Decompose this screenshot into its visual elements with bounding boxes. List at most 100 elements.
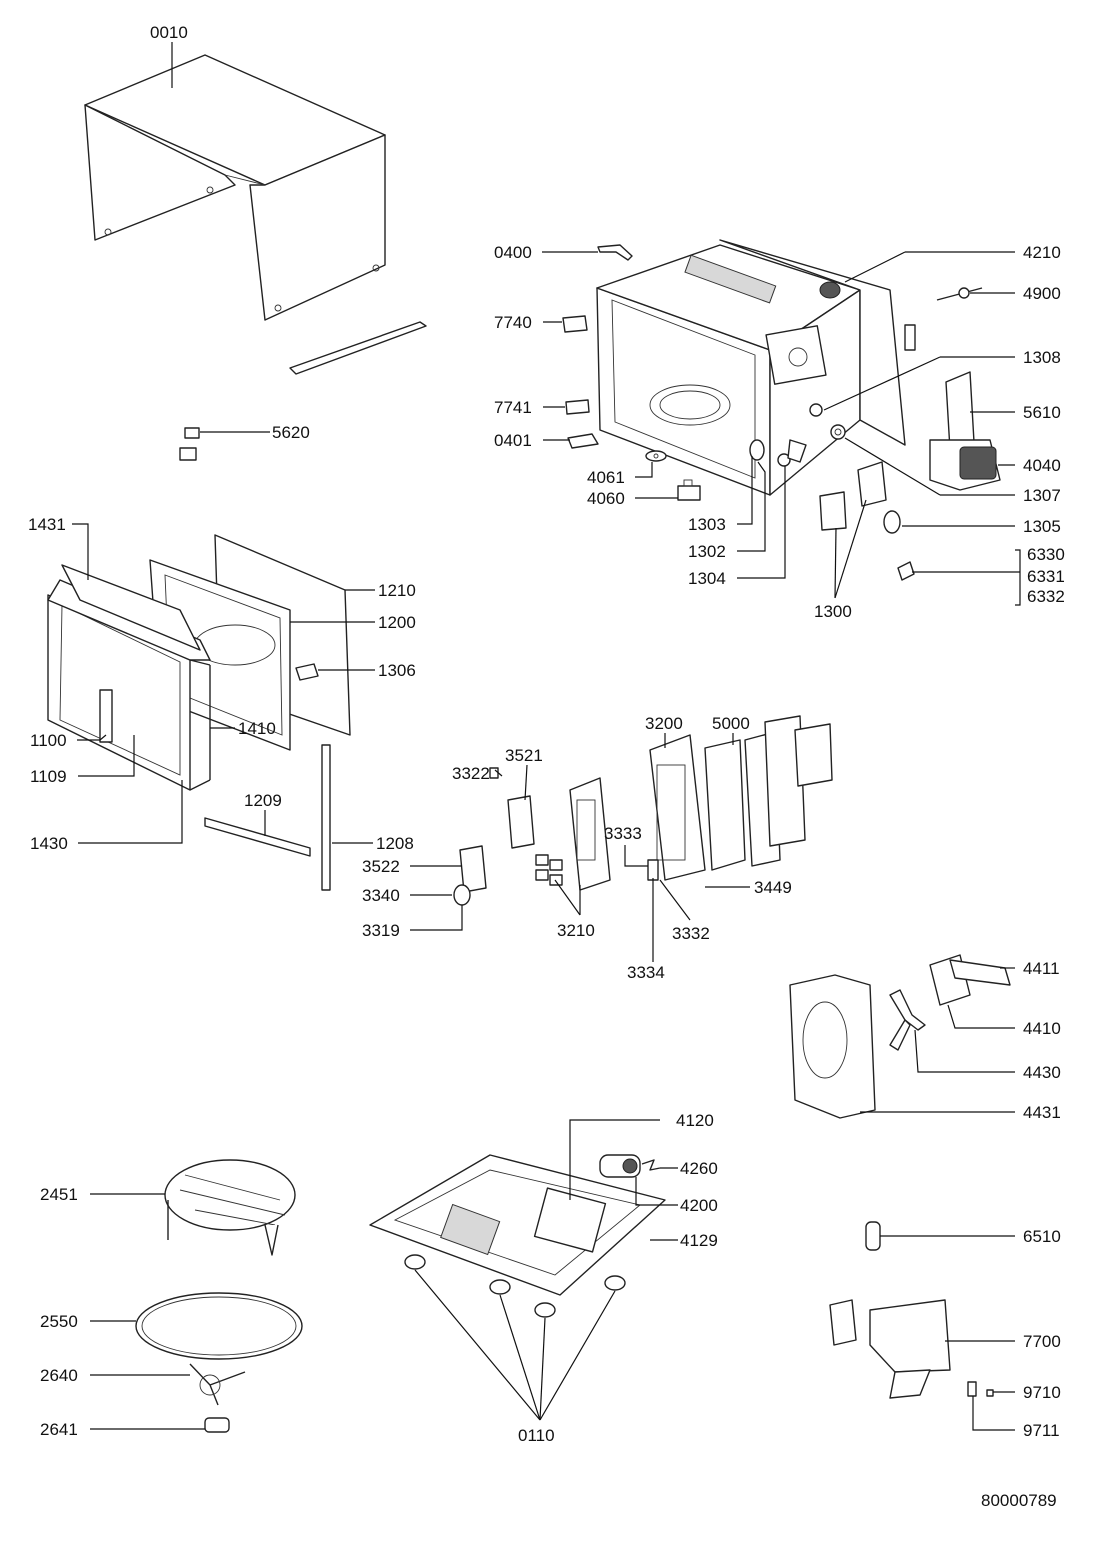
part-label-6510: 6510 [1023, 1227, 1061, 1246]
gasket-1209 [204, 817, 311, 857]
part-label-3449: 3449 [754, 878, 792, 897]
part-label-4900: 4900 [1023, 284, 1061, 303]
part-label-4061: 4061 [587, 468, 625, 487]
part-label-3522: 3522 [362, 857, 400, 876]
part-label-4060: 4060 [587, 489, 625, 508]
part-label-2640: 2640 [40, 1366, 78, 1385]
capacitor-4200 [599, 1154, 641, 1178]
lamp-6510 [865, 1221, 881, 1251]
shaft-4900 [936, 287, 983, 301]
part-label-1308: 1308 [1023, 348, 1061, 367]
base-plate [369, 1154, 666, 1296]
part-label-6331: 6331 [1027, 567, 1065, 586]
part-label-0010: 0010 [150, 23, 188, 42]
clip-9711 [967, 1381, 977, 1397]
gear-1308 [809, 403, 823, 417]
part-label-2641: 2641 [40, 1420, 78, 1439]
part-label-1208: 1208 [376, 834, 414, 853]
rack-2451 [164, 1159, 296, 1256]
part-label-1305: 1305 [1023, 517, 1061, 536]
part-label-3340: 3340 [362, 886, 400, 905]
fan-blade-4430 [889, 989, 926, 1051]
part-label-3521: 3521 [505, 746, 543, 765]
control-panel-3200 [649, 734, 706, 881]
part-label-4260: 4260 [680, 1159, 718, 1178]
part-label-9710: 9710 [1023, 1383, 1061, 1402]
part-label-1302: 1302 [688, 542, 726, 561]
part-label-1307: 1307 [1023, 486, 1061, 505]
part-label-1306: 1306 [378, 661, 416, 680]
clip-5620 [179, 427, 200, 461]
part-label-3210: 3210 [557, 921, 595, 940]
part-label-4129: 4129 [680, 1231, 718, 1250]
part-label-1300: 1300 [814, 602, 852, 621]
part-label-3334: 3334 [627, 963, 665, 982]
part-label-1109: 1109 [30, 767, 67, 786]
part-label-3200: 3200 [645, 714, 683, 733]
control-board-5000 [704, 715, 833, 871]
part-label-4040: 4040 [1023, 456, 1061, 475]
part-1304 [787, 439, 807, 463]
part-label-5620: 5620 [272, 423, 310, 442]
part-label-4120: 4120 [676, 1111, 714, 1130]
ring-2550 [135, 1292, 303, 1360]
label-7741 [565, 399, 590, 415]
clip-9710 [986, 1389, 994, 1397]
part-label-7700: 7700 [1023, 1332, 1061, 1351]
clip-3334 [647, 859, 659, 881]
wire-4260 [641, 1159, 661, 1171]
coupler-2641 [204, 1417, 230, 1433]
bracket-4411 [949, 959, 1011, 986]
part-label-3322: 3322 [452, 764, 490, 783]
part-label-9711: 9711 [1023, 1421, 1060, 1440]
washer-4061 [645, 450, 667, 462]
small-part-0400 [597, 244, 633, 261]
gasket-1208 [321, 744, 331, 891]
roller-support-2640 [189, 1363, 246, 1406]
part-label-1210: 1210 [378, 581, 416, 600]
gear-1305 [883, 510, 901, 534]
part-label-2550: 2550 [40, 1312, 78, 1331]
rail-strip [289, 321, 427, 375]
part-label-1431: 1431 [28, 515, 66, 534]
part-label-4430: 4430 [1023, 1063, 1061, 1082]
part-label-5000: 5000 [712, 714, 750, 733]
part-label-4200: 4200 [680, 1196, 718, 1215]
part-label-4410: 4410 [1023, 1019, 1061, 1038]
part-label-6330: 6330 [1027, 545, 1065, 564]
part-1302 [777, 453, 791, 467]
bracket-5610 [945, 371, 975, 451]
part-label-1410: 1410 [238, 719, 276, 738]
bracket-3521 [507, 795, 535, 849]
keys-3210 [535, 854, 563, 886]
drawing-number: 80000789 [981, 1491, 1057, 1510]
part-label-4210: 4210 [1023, 243, 1061, 262]
part-label-0400: 0400 [494, 243, 532, 262]
transformer-4040 [929, 439, 1001, 491]
part-label-4431: 4431 [1023, 1103, 1061, 1122]
part-label-0110: 0110 [518, 1426, 555, 1445]
part-633x [897, 561, 915, 581]
part-label-3333: 3333 [604, 824, 642, 843]
part-labels: 0010 0400 4210 4900 7740 1308 7741 5610 … [28, 23, 1065, 1510]
clip-3322 [489, 767, 499, 779]
part-label-3319: 3319 [362, 921, 400, 940]
hinge-1306 [295, 663, 319, 681]
label-7740 [562, 315, 588, 333]
switch-4060 [677, 479, 701, 501]
part-label-6332: 6332 [1027, 587, 1065, 606]
bracket-3522 [459, 845, 487, 893]
part-label-1100: 1100 [30, 731, 67, 750]
part-label-1304: 1304 [688, 569, 726, 588]
bracket-7700 [829, 1299, 951, 1399]
gear-1307 [830, 424, 846, 440]
part-label-7740: 7740 [494, 313, 532, 332]
feet-0110 [404, 1254, 626, 1318]
part-label-2451: 2451 [40, 1185, 78, 1204]
part-label-3332: 3332 [672, 924, 710, 943]
part-label-1430: 1430 [30, 834, 68, 853]
control-frame [569, 777, 611, 891]
switch-assembly-1300 [819, 461, 887, 531]
part-label-1200: 1200 [378, 613, 416, 632]
